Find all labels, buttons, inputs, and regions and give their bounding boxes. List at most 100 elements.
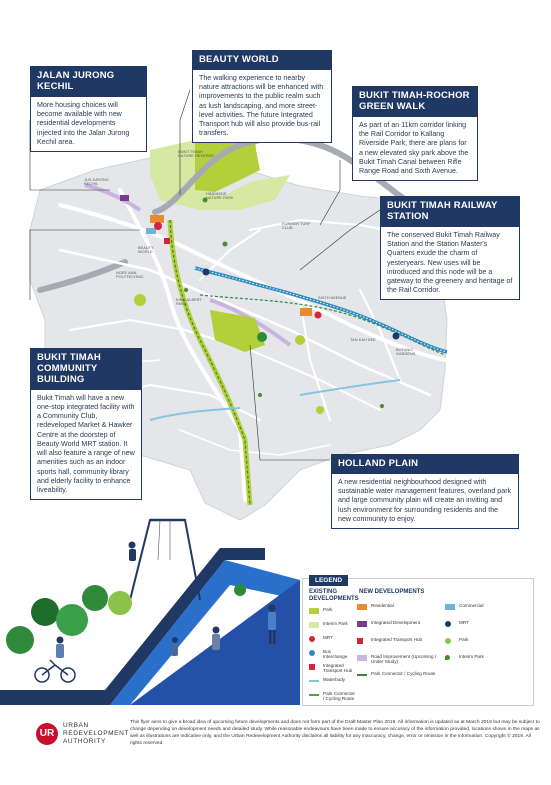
legend-item-label: Integrated Transport Hub: [371, 637, 423, 642]
callout-body: More housing choices will become availab…: [37, 100, 130, 146]
interim-park-pin-icon: [184, 197, 384, 408]
commercial-block: [146, 228, 156, 234]
park-small: [134, 294, 146, 306]
legend-swatch: [445, 638, 451, 644]
legend-swatch: [445, 655, 450, 660]
callout-body: The conserved Bukit Timah Railway Statio…: [387, 230, 513, 295]
illustration-bridge: [0, 518, 300, 705]
legend-item: Park: [445, 637, 531, 651]
waterbody-south: [149, 407, 241, 421]
logo-line: AUTHORITY: [63, 737, 106, 745]
legend-swatch: [357, 604, 367, 610]
legend-swatch: [357, 655, 367, 661]
legend-item-label: Park: [459, 637, 469, 642]
legend-item: Interim Park: [445, 654, 531, 668]
callout-title: BEAUTY WORLD: [193, 51, 331, 70]
callout-title: HOLLAND PLAIN: [332, 455, 518, 474]
map-label-turf-club: FORMER TURF CLUB: [282, 222, 311, 231]
legend-swatch: [357, 638, 363, 644]
legend-title: LEGEND: [309, 575, 349, 586]
legend-item: Park Connector / Cycling Route: [357, 671, 443, 685]
legend-swatch: [309, 693, 319, 696]
legend-item: Road Improvement (Upcoming / Under Study…: [357, 654, 443, 668]
integrated-development-block: [120, 195, 129, 201]
legend-item-label: Waterbody: [323, 676, 346, 682]
park-connector-route: [169, 219, 251, 506]
legend-item-label: Residential: [371, 603, 394, 608]
callout-title: BUKIT TIMAH-ROCHOR GREEN WALK: [353, 87, 477, 117]
legend-item: Waterbody: [309, 677, 355, 691]
legend-swatch: [309, 663, 315, 670]
legend-swatch: [445, 604, 455, 610]
map-label-jurong-kechil: JLN JURONG KECHIL: [84, 178, 109, 187]
residential-block: [300, 308, 312, 316]
legend-item: Integrated Development: [357, 620, 443, 634]
waterbody: [299, 379, 401, 396]
callout-body: The walking experience to nearby nature …: [199, 73, 324, 138]
legend-new-title: NEW DEVELOPMENTS: [359, 589, 425, 595]
callout-beauty-world: BEAUTY WORLD The walking experience to n…: [192, 50, 332, 144]
legend-item-label: Integrated Development: [371, 620, 421, 625]
legend-item: Residential: [357, 603, 443, 617]
logo-line: REDEVELOPMENT: [63, 729, 129, 737]
legend-item-label: Park Connector / Cycling Route: [323, 690, 355, 702]
legend-item-label: Commercial: [459, 603, 484, 608]
legend-new: NEW DEVELOPMENTS: [359, 589, 529, 600]
integrated-transport-hub-icon: [164, 238, 170, 244]
legend-item: Integrated Transport Hub: [357, 637, 443, 651]
park-small: [316, 406, 324, 414]
legend-item: Bus Interchange: [309, 649, 355, 663]
legend-item-label: Bus Interchange: [323, 648, 348, 660]
road-improvement-west: [84, 183, 142, 212]
legend-item-label: Park: [323, 606, 333, 612]
ura-logo: UR URBAN REDEVELOPMENT AUTHORITY: [36, 722, 129, 745]
map-label-ngee-ann: NGEE ANN POLYTECHNIC: [116, 271, 144, 280]
callout-community-building: BUKIT TIMAH COMMUNITY BUILDING Bukit Tim…: [30, 348, 142, 501]
legend-item-label: Integrated Transport Hub: [323, 662, 353, 674]
legend-swatch: [445, 621, 451, 627]
railway-station-icon: [257, 332, 267, 342]
callout-railway-station: BUKIT TIMAH RAILWAY STATION The conserve…: [380, 196, 520, 301]
map-label-tan-kah-kee: TAN KAH KEE: [350, 338, 376, 342]
map-label-beauty-world: BEAUTY WORLD: [138, 246, 154, 255]
callout-holland-plain: HOLLAND PLAIN A new residential neighbou…: [331, 454, 519, 530]
map-label-king-albert: KING ALBERT PARK: [176, 298, 202, 307]
legend-item: Integrated Transport Hub: [309, 663, 355, 677]
legend-item: Park: [309, 607, 355, 621]
legend-item: Interim Park: [309, 621, 355, 635]
legend-item: Commercial: [445, 603, 531, 617]
legend-swatch: [357, 621, 367, 627]
legend-swatch: [309, 649, 315, 656]
ura-logo-mark: UR: [36, 722, 58, 745]
callout-title: BUKIT TIMAH COMMUNITY BUILDING: [31, 349, 141, 390]
legend-item-label: Road Improvement (Upcoming / Under Study…: [371, 654, 437, 665]
mrt-icon: [154, 222, 400, 340]
callout-jalan-jurong-kechil: JALAN JURONG KECHIL More housing choices…: [30, 66, 147, 152]
legend-item-label: MRT: [323, 634, 333, 640]
disclaimer-text: This flyer aims to give a broad idea of …: [130, 720, 540, 747]
callout-rochor-green-walk: BUKIT TIMAH-ROCHOR GREEN WALK As part of…: [352, 86, 478, 182]
map-label-nature-reserve: BUKIT TIMAH NATURE RESERVE: [178, 150, 214, 159]
legend-item-label: Interim Park: [459, 654, 484, 659]
legend-swatch: [309, 635, 315, 642]
logo-line: URBAN: [63, 722, 89, 729]
legend-swatch: [309, 679, 319, 682]
map-label-botanic: BOTANIC GARDENS: [396, 348, 416, 357]
map-label-hindhede: HINDHEDE NATURE PARK: [206, 192, 234, 201]
callout-body: Bukit Timah will have a new one-stop int…: [37, 393, 135, 494]
legend-item: MRT: [309, 635, 355, 649]
residential-block: [150, 215, 164, 223]
legend-item-label: Interim Park: [323, 620, 348, 626]
ura-logo-text: URBAN REDEVELOPMENT AUTHORITY: [63, 722, 129, 745]
legend-item: Park Connector / Cycling Route: [309, 691, 355, 705]
callout-body: A new residential neighbourhood designed…: [338, 477, 512, 523]
legend-item-label: MRT: [459, 620, 469, 625]
green-walk-hatch: [194, 267, 448, 353]
legend-swatch: [309, 607, 319, 614]
legend-swatch: [357, 674, 367, 676]
legend-existing-title: EXISTING DEVELOPMENTS: [309, 589, 359, 602]
map-label-sixth-avenue: SIXTH AVENUE: [318, 296, 347, 300]
legend-swatch: [309, 621, 319, 628]
legend-item-label: Park Connector / Cycling Route: [371, 671, 436, 676]
